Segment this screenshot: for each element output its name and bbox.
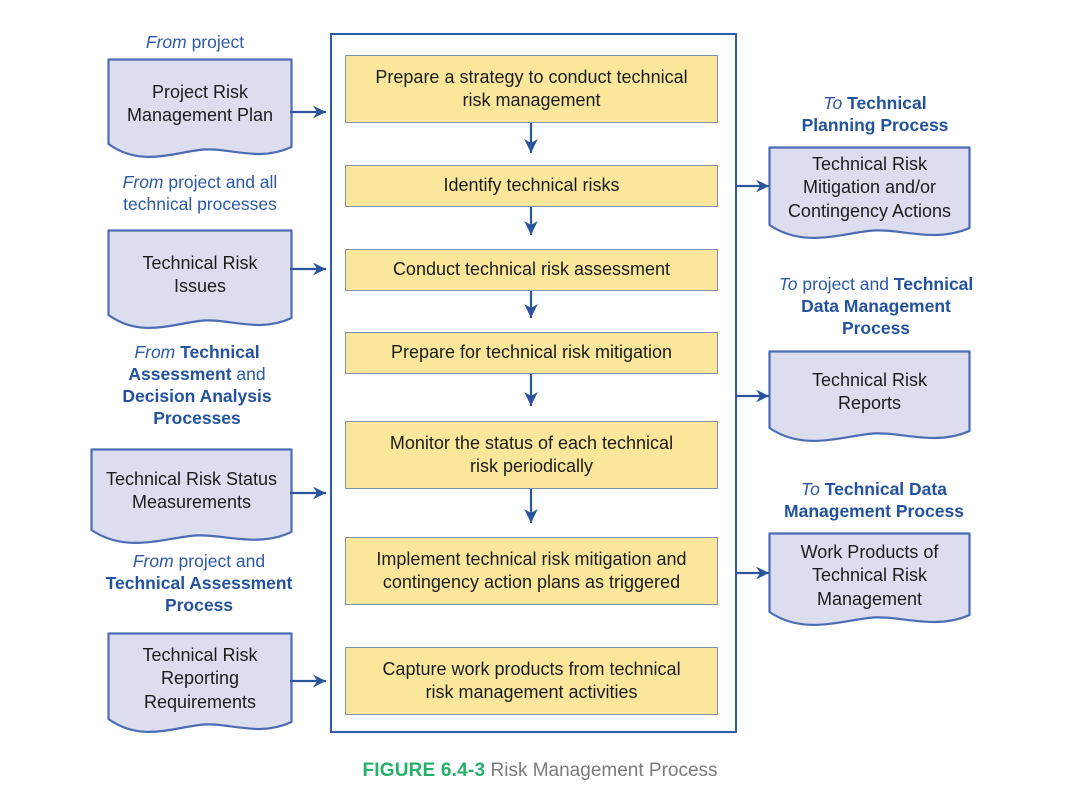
process-step-prepare-strategy[interactable]: Prepare a strategy to conduct technical … [345, 55, 718, 123]
label-from-word: From [122, 172, 164, 192]
arrow-in-technical-risk-reporting-requirements [290, 673, 340, 689]
arrow-right-icon [290, 486, 326, 500]
arrow-prepare-mitigation-to-monitor [523, 374, 539, 424]
input-doc-technical-risk-reporting-requirements: Technical Risk Reporting Requirements [107, 632, 293, 738]
arrow-out-technical-risk-mitigation-actions [735, 178, 783, 194]
label-rest: project and [173, 551, 266, 571]
output-doc-technical-risk-mitigation-actions: Technical Risk Mitigation and/or Conting… [768, 146, 971, 243]
arrow-in-technical-risk-status-measurements [290, 485, 340, 501]
input-doc-project-risk-management-plan: Project Risk Management Plan [107, 58, 293, 163]
figure-title-text: Risk Management Process [490, 760, 718, 781]
label-from-word: From [132, 551, 174, 571]
doc-shape [768, 350, 971, 442]
process-step-conduct-risk-assessment[interactable]: Conduct technical risk assessment [345, 249, 718, 291]
arrow-right-icon [735, 566, 769, 580]
figure-number: FIGURE 6.4-3 [362, 760, 486, 781]
process-step-capture-work-products[interactable]: Capture work products from technical ris… [345, 647, 718, 715]
doc-shape [768, 532, 971, 626]
arrow-down-icon [524, 291, 538, 318]
input-doc-technical-risk-status-measurements: Technical Risk Status Measurements [90, 448, 293, 548]
input-label-project-risk-management-plan: From project [85, 32, 305, 54]
label-rest: project [191, 32, 245, 52]
label-to-word: To [801, 479, 820, 499]
label-to-word: To [778, 274, 798, 294]
output-doc-technical-risk-reports: Technical Risk Reports [768, 350, 971, 446]
process-step-identify-technical-risks[interactable]: Identify technical risks [345, 165, 718, 207]
arrow-identify-to-conduct [523, 207, 539, 251]
output-doc-work-products-of-technical-risk-management: Work Products of Technical Risk Manageme… [768, 532, 971, 631]
arrow-down-icon [524, 207, 538, 235]
doc-shape [107, 229, 293, 329]
arrow-in-project-risk-management-plan [290, 104, 340, 120]
doc-shape [90, 448, 293, 544]
label-from-word: From [134, 342, 176, 362]
arrow-right-icon [290, 262, 326, 276]
arrow-prepare-to-identify [523, 123, 539, 167]
label-from-word: From [145, 32, 187, 52]
process-step-prepare-risk-mitigation[interactable]: Prepare for technical risk mitigation [345, 332, 718, 374]
arrow-down-icon [524, 489, 538, 523]
arrow-right-icon [290, 674, 326, 688]
label-to-word: To [823, 93, 843, 113]
arrow-out-work-products [735, 565, 783, 581]
arrow-right-icon [735, 389, 769, 403]
arrow-down-icon [524, 123, 538, 153]
doc-shape [107, 632, 293, 733]
doc-shape [107, 58, 293, 158]
arrow-right-icon [735, 179, 769, 193]
arrow-right-icon [290, 105, 326, 119]
process-step-monitor-risk-status[interactable]: Monitor the status of each technical ris… [345, 421, 718, 489]
arrow-conduct-to-prepare-mitigation [523, 291, 539, 335]
arrow-out-technical-risk-reports [735, 388, 783, 404]
input-doc-technical-risk-issues: Technical Risk Issues [107, 229, 293, 334]
figure-caption: FIGURE 6.4-3 Risk Management Process [0, 760, 1080, 782]
process-step-implement-mitigation[interactable]: Implement technical risk mitigation and … [345, 537, 718, 605]
label-rest: project and [797, 274, 894, 294]
doc-shape [768, 146, 971, 239]
arrow-down-icon [524, 374, 538, 406]
arrow-in-technical-risk-issues [290, 261, 340, 277]
label-conjunction: and [231, 363, 266, 384]
arrow-monitor-to-implement [523, 489, 539, 543]
